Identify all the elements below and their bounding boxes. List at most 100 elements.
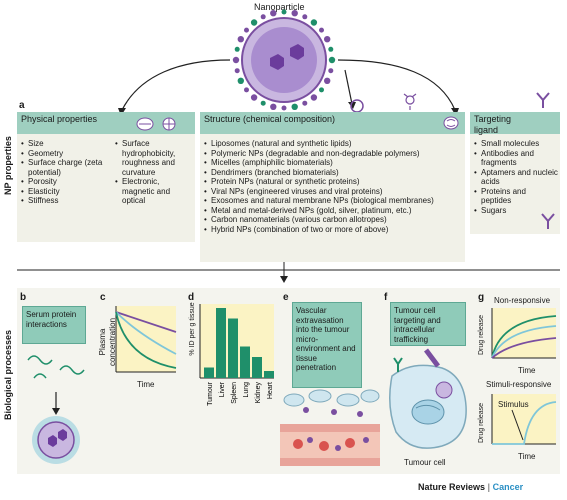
np-surface-ligand [302,14,308,20]
plasma-xlabel: Time [137,380,155,389]
biodist-bar-tumour [204,367,214,378]
biodist-bar-lung [240,346,250,378]
physical-properties-list-2: Surface hydrophobicity, roughness and cu… [115,139,193,206]
physical-property-item: Geometry [21,149,113,159]
vessel-illustration [280,389,380,466]
biodist-bar-heart [264,371,274,378]
structure-item: Dendrimers (branched biomaterials) [204,168,460,178]
np-surface-ligand [244,87,249,93]
targeting-item: Aptamers and nucleic acids [474,168,558,187]
biodist-ylabel: % ID per g tissue [189,302,196,356]
np-surface-ligand [270,103,277,111]
footer-section: Cancer [492,482,524,492]
np-surface-ligand [260,14,266,20]
physical-property-item: Size [21,139,113,149]
nanoparticle-label: Nanoparticle [254,2,305,12]
structure-item: Carbon nanomaterials (various carbon all… [204,215,460,225]
biodist-bar-liver [216,308,226,378]
np-surface-ligand [291,103,298,111]
targeting-item: Proteins and peptides [474,187,558,206]
np-surface-ligand [281,9,287,15]
stimulus-label: Stimulus [498,400,529,409]
physical-property-item: Stiffness [21,196,113,206]
targeting-title-text: Targeting ligand [474,114,512,135]
biodist-tick-kidney: Kidney [255,382,262,404]
biological-processes-label: Biological processes [3,329,13,420]
footer-journal: Nature Reviews [418,482,486,492]
structure-list: Liposomes (natural and synthetic lipids)… [204,139,460,234]
np-properties-label: NP properties [3,136,13,195]
liposome-icon [443,116,459,130]
targeting-list: Small moleculesAntibodies and fragmentsA… [474,139,558,215]
np-surface-ligand [270,10,277,17]
np-surface-ligand [232,56,240,64]
targeting-item: Sugars [474,206,558,216]
antibody-icon [541,213,555,229]
np-surface-ligand [250,19,258,26]
serum-protein-box: Serum protein interactions [22,306,86,344]
stimuli-responsive-chart [491,394,557,445]
panel-d-letter: d [188,292,195,303]
np-surface-ligand [324,77,331,85]
biodist-tick-spleen: Spleen [231,382,238,404]
np-surface-ligand [291,10,298,17]
tumour-cell-illustration [389,348,467,449]
nanoparticle-illustration [118,9,459,115]
time-label-g1: Time [518,366,536,375]
biodist-tick-liver: Liver [219,381,226,397]
structure-item: Viral NPs (engineered viruses and viral … [204,187,460,197]
biodist-tick-lung: Lung [243,382,250,398]
protein-corona-illustration [27,355,85,464]
np-surface-ligand [319,27,324,33]
physical-property-item: Surface hydrophobicity, roughness and cu… [115,139,193,177]
drug-release-ylabel-2: Drug release [478,402,485,444]
np-surface-ligand [302,100,308,106]
non-responsive-title: Non-responsive [494,296,551,305]
non-responsive-chart [491,308,557,359]
tumour-cell-label: Tumour cell [404,458,446,467]
biodist-tick-heart: Heart [267,382,274,399]
np-surface-ligand [310,19,318,26]
targeting-panel: Targeting ligand Small moleculesAntibodi… [470,112,560,234]
structure-item: Polymeric NPs (degradable and non-degrad… [204,149,460,159]
structure-item: Micelles (amphiphilic biomaterials) [204,158,460,168]
physical-properties-list-1: SizeGeometrySurface charge (zeta potenti… [21,139,113,206]
physical-property-item: Porosity [21,177,113,187]
panel-e-letter: e [283,292,289,303]
np-surface-ligand [244,27,249,33]
np-surface-ligand [281,105,287,111]
physical-property-item: Electronic, magnetic and optical [115,177,193,206]
targeting-item: Small molecules [474,139,558,149]
targeting-title: Targeting ligand [470,112,560,135]
serum-protein-text: Serum protein interactions [26,310,77,329]
structure-item: Exosomes and natural membrane NPs (biolo… [204,196,460,206]
shape-icons [136,117,176,131]
biodist-bar-kidney [252,357,262,378]
targeting-item: Antibodies and fragments [474,149,558,168]
structure-item: Liposomes (natural and synthetic lipids) [204,139,460,149]
plasma-concentration-chart [115,306,177,373]
connector-bracket [17,262,560,283]
physical-property-item: Elasticity [21,187,113,197]
np-surface-ligand [319,87,324,93]
np-surface-ligand [234,68,240,74]
structure-panel: Structure (chemical composition) Liposom… [200,112,465,262]
structure-title-text: Structure (chemical composition) [204,114,336,124]
footer-separator: | [487,482,491,492]
np-surface-ligand [234,46,240,52]
footer: Nature Reviews | Cancer [418,482,523,492]
structure-item: Metal and metal-derived NPs (gold, silve… [204,206,460,216]
panel-f-letter: f [384,292,388,303]
vascular-text: Vascular extravasation into the tumour m… [296,306,356,372]
biodist-tick-tumour: Tumour [207,381,214,406]
structure-title: Structure (chemical composition) [200,112,465,134]
physical-property-item: Surface charge (zeta potential) [21,158,113,177]
np-surface-ligand [328,68,334,74]
structure-item: Hybrid NPs (combination of two or more o… [204,225,460,235]
np-surface-ligand [328,46,334,52]
panel-a-letter: a [19,100,25,111]
np-surface-ligand [324,36,331,43]
np-surface-ligand [328,56,336,64]
panel-g-letter: g [478,292,485,303]
tumour-targeting-box: Tumour cell targeting and intracellular … [390,302,466,346]
